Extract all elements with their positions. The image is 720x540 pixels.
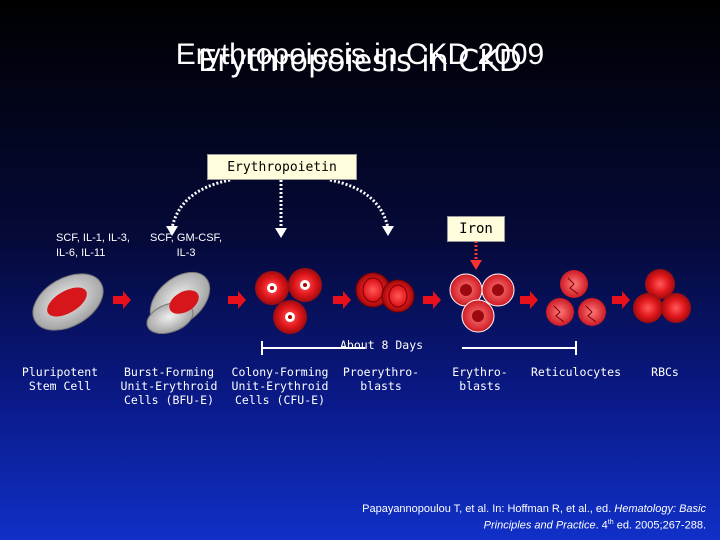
citation-pages: ed. 2005;267-288. bbox=[613, 519, 706, 532]
epo-arrows bbox=[170, 178, 390, 230]
citation-edition-sup: th bbox=[607, 519, 614, 526]
duration-label: About 8 Days bbox=[340, 338, 424, 352]
citation-authors: Papayannopoulou T, et al. In: Hoffman R,… bbox=[362, 503, 615, 515]
citation-book-title-1: Hematology: Basic bbox=[614, 503, 706, 515]
stage-label-reticulocytes: Reticulocytes bbox=[530, 365, 621, 379]
epo-arrow-bfu bbox=[170, 178, 231, 229]
stage-label-rbcs: RBCs bbox=[651, 365, 679, 379]
stage-label-stem-cell: Pluripotent Stem Cell bbox=[21, 365, 99, 393]
arrow-1 bbox=[113, 291, 131, 309]
cytokines-group-2-line-2: IL-3 bbox=[176, 247, 196, 259]
title-layer-2: Erythropoiesis in CKD bbox=[198, 44, 522, 79]
citation-book-title-2: Principles and Practice bbox=[483, 519, 596, 532]
arrow-4 bbox=[423, 291, 441, 309]
citation-edition: . 4 bbox=[595, 519, 608, 532]
citation-line-2: Principles and Practice. 4th ed. 2005;26… bbox=[286, 516, 706, 533]
cytokines-group-2: SCF, GM-CSF, IL-3 bbox=[150, 231, 222, 261]
stage-label-proerythroblasts: Proerythro- blasts bbox=[342, 365, 420, 393]
cytokines-group-1: SCF, IL-1, IL-3, IL-6, IL-11 bbox=[56, 231, 130, 261]
proerythroblast-cells bbox=[355, 272, 415, 313]
arrow-2 bbox=[228, 291, 246, 309]
stage-label-erythroblasts: Erythro- blasts bbox=[452, 365, 508, 393]
cytokines-group-1-line-1: SCF, IL-1, IL-3, bbox=[56, 232, 130, 244]
stage-label-bfu-e: Burst-Forming Unit-Erythroid Cells (BFU-… bbox=[120, 365, 218, 407]
cfu-e-cells bbox=[255, 268, 322, 334]
arrow-6 bbox=[612, 291, 630, 309]
iron-label: Iron bbox=[447, 216, 505, 242]
cytokines-group-1-line-2: IL-6, IL-11 bbox=[56, 247, 106, 259]
progression-arrows bbox=[113, 291, 630, 309]
epo-arrowheads bbox=[166, 226, 394, 238]
citation: Papayannopoulou T, et al. In: Hoffman R,… bbox=[286, 503, 706, 533]
duration-bracket bbox=[261, 341, 577, 355]
stem-cell bbox=[32, 273, 104, 331]
iron-arrowhead bbox=[470, 260, 482, 270]
title-layer-1: Erythropoiesis in CKD 2009 bbox=[175, 38, 545, 71]
rbc-cells bbox=[633, 269, 691, 323]
reticulocyte-cells bbox=[546, 270, 606, 326]
stage-label-cfu-e: Colony-Forming Unit-Erythroid Cells (CFU… bbox=[231, 365, 329, 407]
citation-line-1: Papayannopoulou T, et al. In: Hoffman R,… bbox=[286, 503, 706, 516]
arrow-5 bbox=[520, 291, 538, 309]
erythroblast-cells bbox=[449, 273, 515, 333]
cytokines-group-2-line-1: SCF, GM-CSF, bbox=[150, 232, 223, 244]
epo-arrow-pro bbox=[329, 178, 390, 229]
erythropoietin-label: Erythropoietin bbox=[207, 154, 357, 180]
bfu-e-cell bbox=[146, 271, 211, 335]
arrow-3 bbox=[333, 291, 351, 309]
